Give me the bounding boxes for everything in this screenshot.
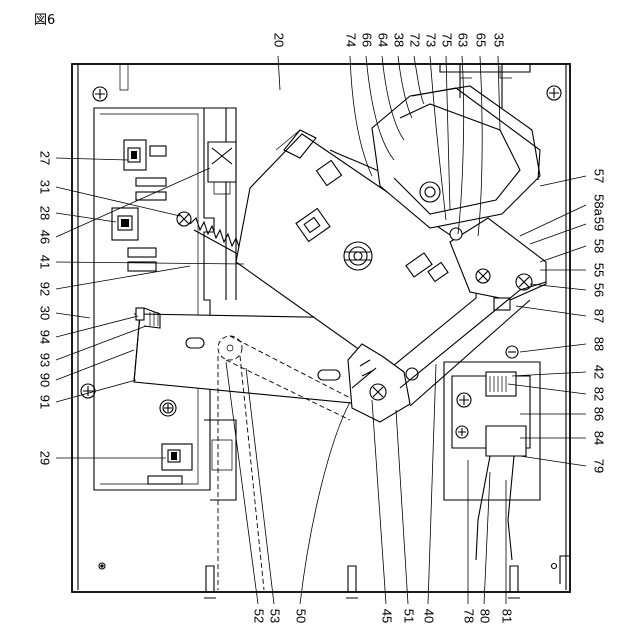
label-87: 87 (592, 309, 607, 323)
clip-46 (208, 142, 236, 194)
leader-line-91 (56, 380, 136, 402)
label-78: 78 (462, 609, 477, 623)
label-20: 20 (272, 33, 287, 47)
sensor-29 (148, 444, 192, 484)
leader-line-50 (300, 402, 350, 604)
label-64: 64 (376, 33, 391, 47)
leader-line-80 (484, 472, 490, 604)
label-80: 80 (478, 609, 493, 623)
label-55: 55 (592, 263, 607, 277)
leader-line-92 (56, 266, 190, 289)
leader-line-42 (512, 372, 586, 376)
leader-line-90 (56, 350, 134, 380)
label-40: 40 (422, 609, 437, 623)
label-58: 58 (592, 239, 607, 253)
label-79: 79 (592, 459, 607, 473)
label-50: 50 (294, 609, 309, 623)
leader-line-45 (372, 400, 386, 604)
leader-line-93 (56, 326, 146, 360)
label-51: 51 (402, 609, 417, 623)
label-46: 46 (38, 230, 53, 244)
screw-lower-left (160, 400, 176, 416)
label-59: 59 (592, 217, 607, 231)
sensor-27 (124, 140, 166, 200)
label-82: 82 (592, 387, 607, 401)
leader-line-87 (516, 306, 586, 316)
label-52: 52 (252, 609, 267, 623)
label-90: 90 (38, 373, 53, 387)
label-84: 84 (592, 431, 607, 445)
label-30: 30 (38, 306, 53, 320)
label-56: 56 (592, 283, 607, 297)
label-28: 28 (38, 206, 53, 220)
label-88: 88 (592, 337, 607, 351)
leader-line-53 (246, 368, 274, 604)
label-75: 75 (440, 33, 455, 47)
leader-line-88 (520, 344, 586, 352)
block-78 (444, 346, 540, 560)
label-57: 57 (592, 169, 607, 183)
leader-line-51 (396, 410, 408, 604)
label-65: 65 (474, 33, 489, 47)
label-81: 81 (500, 609, 515, 623)
label-45: 45 (380, 609, 395, 623)
label-94: 94 (38, 330, 53, 344)
leader-line-58a (520, 205, 586, 236)
leader-line-27 (56, 158, 128, 160)
label-63: 63 (456, 33, 471, 47)
leader-line-40 (428, 364, 436, 604)
label-29: 29 (38, 451, 53, 465)
bottom-feet (204, 566, 520, 598)
label-27: 27 (38, 151, 53, 165)
label-58a: 58a (592, 194, 607, 216)
label-92: 92 (38, 282, 53, 296)
label-91: 91 (38, 395, 53, 409)
leader-line-79 (520, 456, 586, 466)
leader-line-20 (278, 56, 280, 90)
sensor-28 (112, 208, 156, 271)
label-93: 93 (38, 353, 53, 367)
label-73: 73 (424, 33, 439, 47)
leader-line-30 (56, 313, 90, 318)
label-41: 41 (38, 255, 53, 269)
label-66: 66 (360, 33, 375, 47)
leader-line-58 (540, 246, 586, 262)
leader-line-74 (350, 56, 372, 176)
leader-line-52 (226, 362, 258, 604)
label-53: 53 (268, 609, 283, 623)
label-72: 72 (408, 33, 423, 47)
label-35: 35 (492, 33, 507, 47)
label-42: 42 (592, 365, 607, 379)
label-74: 74 (344, 33, 359, 47)
leader-line-57 (540, 176, 586, 186)
label-86: 86 (592, 407, 607, 421)
label-31: 31 (38, 180, 53, 194)
label-38: 38 (392, 33, 407, 47)
